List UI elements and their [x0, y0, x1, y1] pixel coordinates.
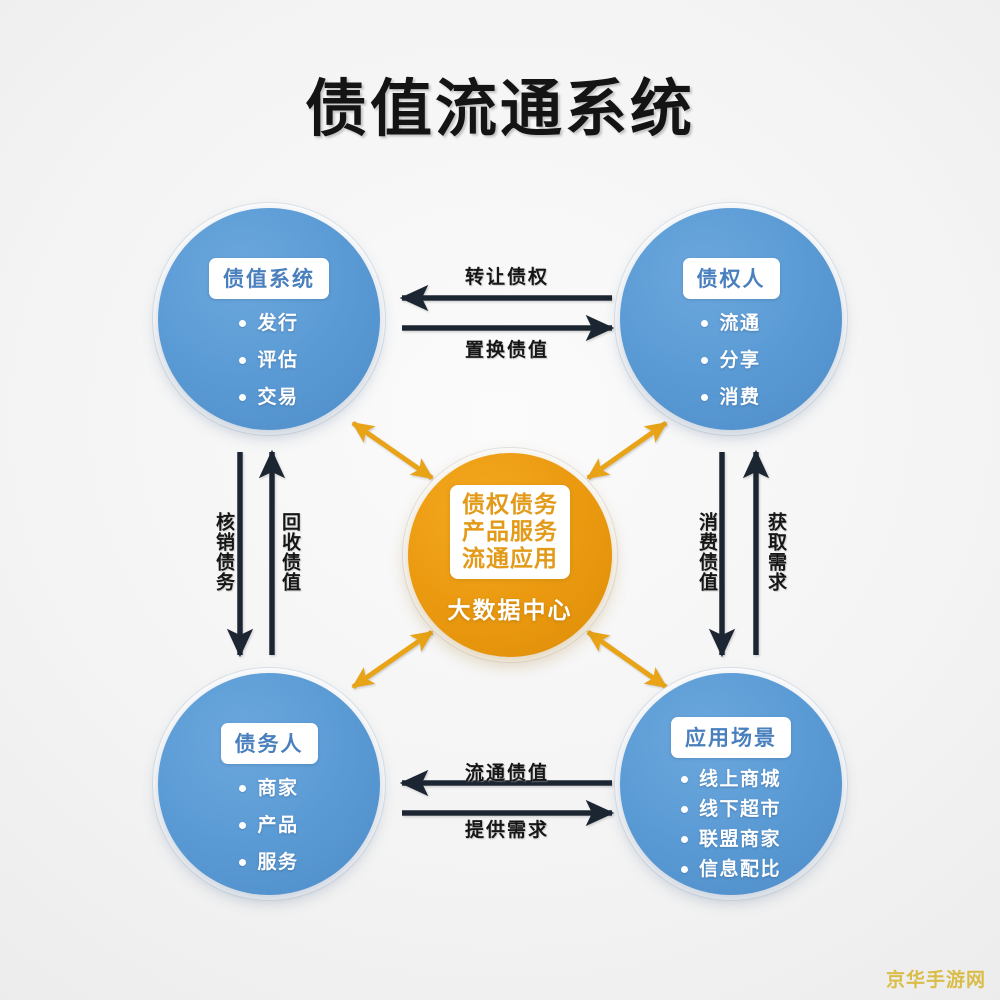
list-item-label: 发行 [257, 313, 299, 334]
arrow-label-transfer-claim: 转让债权 [465, 267, 550, 288]
arrow-label-consume-debt-value: 消费债值 [696, 512, 717, 592]
bullet-dot-icon [701, 320, 709, 327]
node-items-debtor: 商家 产品 服务 [239, 779, 298, 890]
list-item: 消费 [701, 388, 760, 407]
bullet-dot-icon [239, 859, 247, 866]
arrow-label-writeoff-debt: 核销债务 [213, 512, 234, 592]
bullet-dot-icon [680, 776, 688, 783]
node-label-debtor: 债务人 [220, 723, 318, 764]
bullet-dot-icon [680, 806, 688, 813]
list-item: 线上商城 [680, 769, 781, 790]
hub-line-1: 债权债务 [462, 491, 558, 518]
node-creditor[interactable]: 债权人 流通 分享 消费 [620, 208, 842, 430]
list-item-label: 分享 [719, 350, 761, 371]
node-items-application-scenarios: 线上商城 线下超市 联盟商家 信息配比 [680, 769, 781, 890]
list-item-label: 线上商城 [698, 769, 781, 790]
hub-text-box: 债权债务 产品服务 流通应用 [450, 485, 570, 579]
node-debt-value-system[interactable]: 债值系统 发行 评估 交易 [158, 208, 380, 430]
bullet-dot-icon [239, 394, 247, 401]
arrow-label-recover-debt-value: 回收债值 [279, 512, 300, 592]
list-item-label: 交易 [257, 387, 299, 408]
node-big-data-center[interactable]: 债权债务 产品服务 流通应用 大数据中心 [408, 453, 612, 657]
list-item: 联盟商家 [680, 829, 781, 850]
arrow-hub-to-bottom-right [586, 629, 668, 690]
list-item-label: 消费 [719, 387, 761, 408]
list-item-label: 信息配比 [698, 859, 781, 880]
arrow-hub-to-top-left [351, 420, 434, 481]
arrow-label-swap-debt-value: 置换债值 [465, 340, 550, 361]
bullet-dot-icon [239, 822, 247, 829]
hub-line-2: 产品服务 [462, 518, 558, 545]
list-item: 商家 [239, 779, 298, 798]
bullet-dot-icon [239, 785, 247, 792]
list-item-label: 联盟商家 [698, 829, 781, 850]
watermark: 京华手游网 [885, 970, 986, 991]
node-label-debt-value-system: 债值系统 [209, 258, 329, 299]
list-item: 产品 [239, 816, 298, 835]
list-item-label: 服务 [257, 852, 299, 873]
list-item-label: 评估 [257, 350, 299, 371]
list-item: 服务 [239, 853, 298, 872]
bullet-dot-icon [680, 836, 688, 843]
list-item: 流通 [701, 314, 760, 333]
arrow-label-obtain-demand: 获取需求 [765, 512, 786, 592]
arrow-hub-to-top-right [586, 420, 668, 481]
list-item-label: 产品 [257, 815, 299, 836]
node-label-application-scenarios: 应用场景 [671, 717, 791, 758]
bullet-dot-icon [239, 357, 247, 364]
arrow-label-provide-demand: 提供需求 [465, 820, 550, 841]
bullet-dot-icon [680, 866, 688, 873]
list-item-label: 流通 [719, 313, 761, 334]
arrow-hub-to-bottom-left [351, 629, 434, 690]
list-item: 分享 [701, 351, 760, 370]
list-item: 线下超市 [680, 799, 781, 820]
arrow-label-circulate-debt-value: 流通债值 [465, 763, 550, 784]
hub-line-3: 流通应用 [462, 544, 558, 571]
bullet-dot-icon [239, 320, 247, 327]
list-item: 信息配比 [680, 859, 781, 880]
list-item: 交易 [239, 388, 298, 407]
node-application-scenarios[interactable]: 应用场景 线上商城 线下超市 联盟商家 信息配比 [620, 673, 842, 895]
list-item-label: 线下超市 [698, 799, 781, 820]
node-items-creditor: 流通 分享 消费 [701, 314, 760, 425]
list-item-label: 商家 [257, 778, 299, 799]
node-items-debt-value-system: 发行 评估 交易 [239, 314, 298, 425]
bullet-dot-icon [701, 394, 709, 401]
hub-subtitle: 大数据中心 [447, 596, 573, 623]
list-item: 发行 [239, 314, 298, 333]
list-item: 评估 [239, 351, 298, 370]
page-title: 债值流通系统 [304, 75, 695, 144]
bullet-dot-icon [701, 357, 709, 364]
node-debtor[interactable]: 债务人 商家 产品 服务 [158, 673, 380, 895]
node-label-creditor: 债权人 [682, 258, 780, 299]
